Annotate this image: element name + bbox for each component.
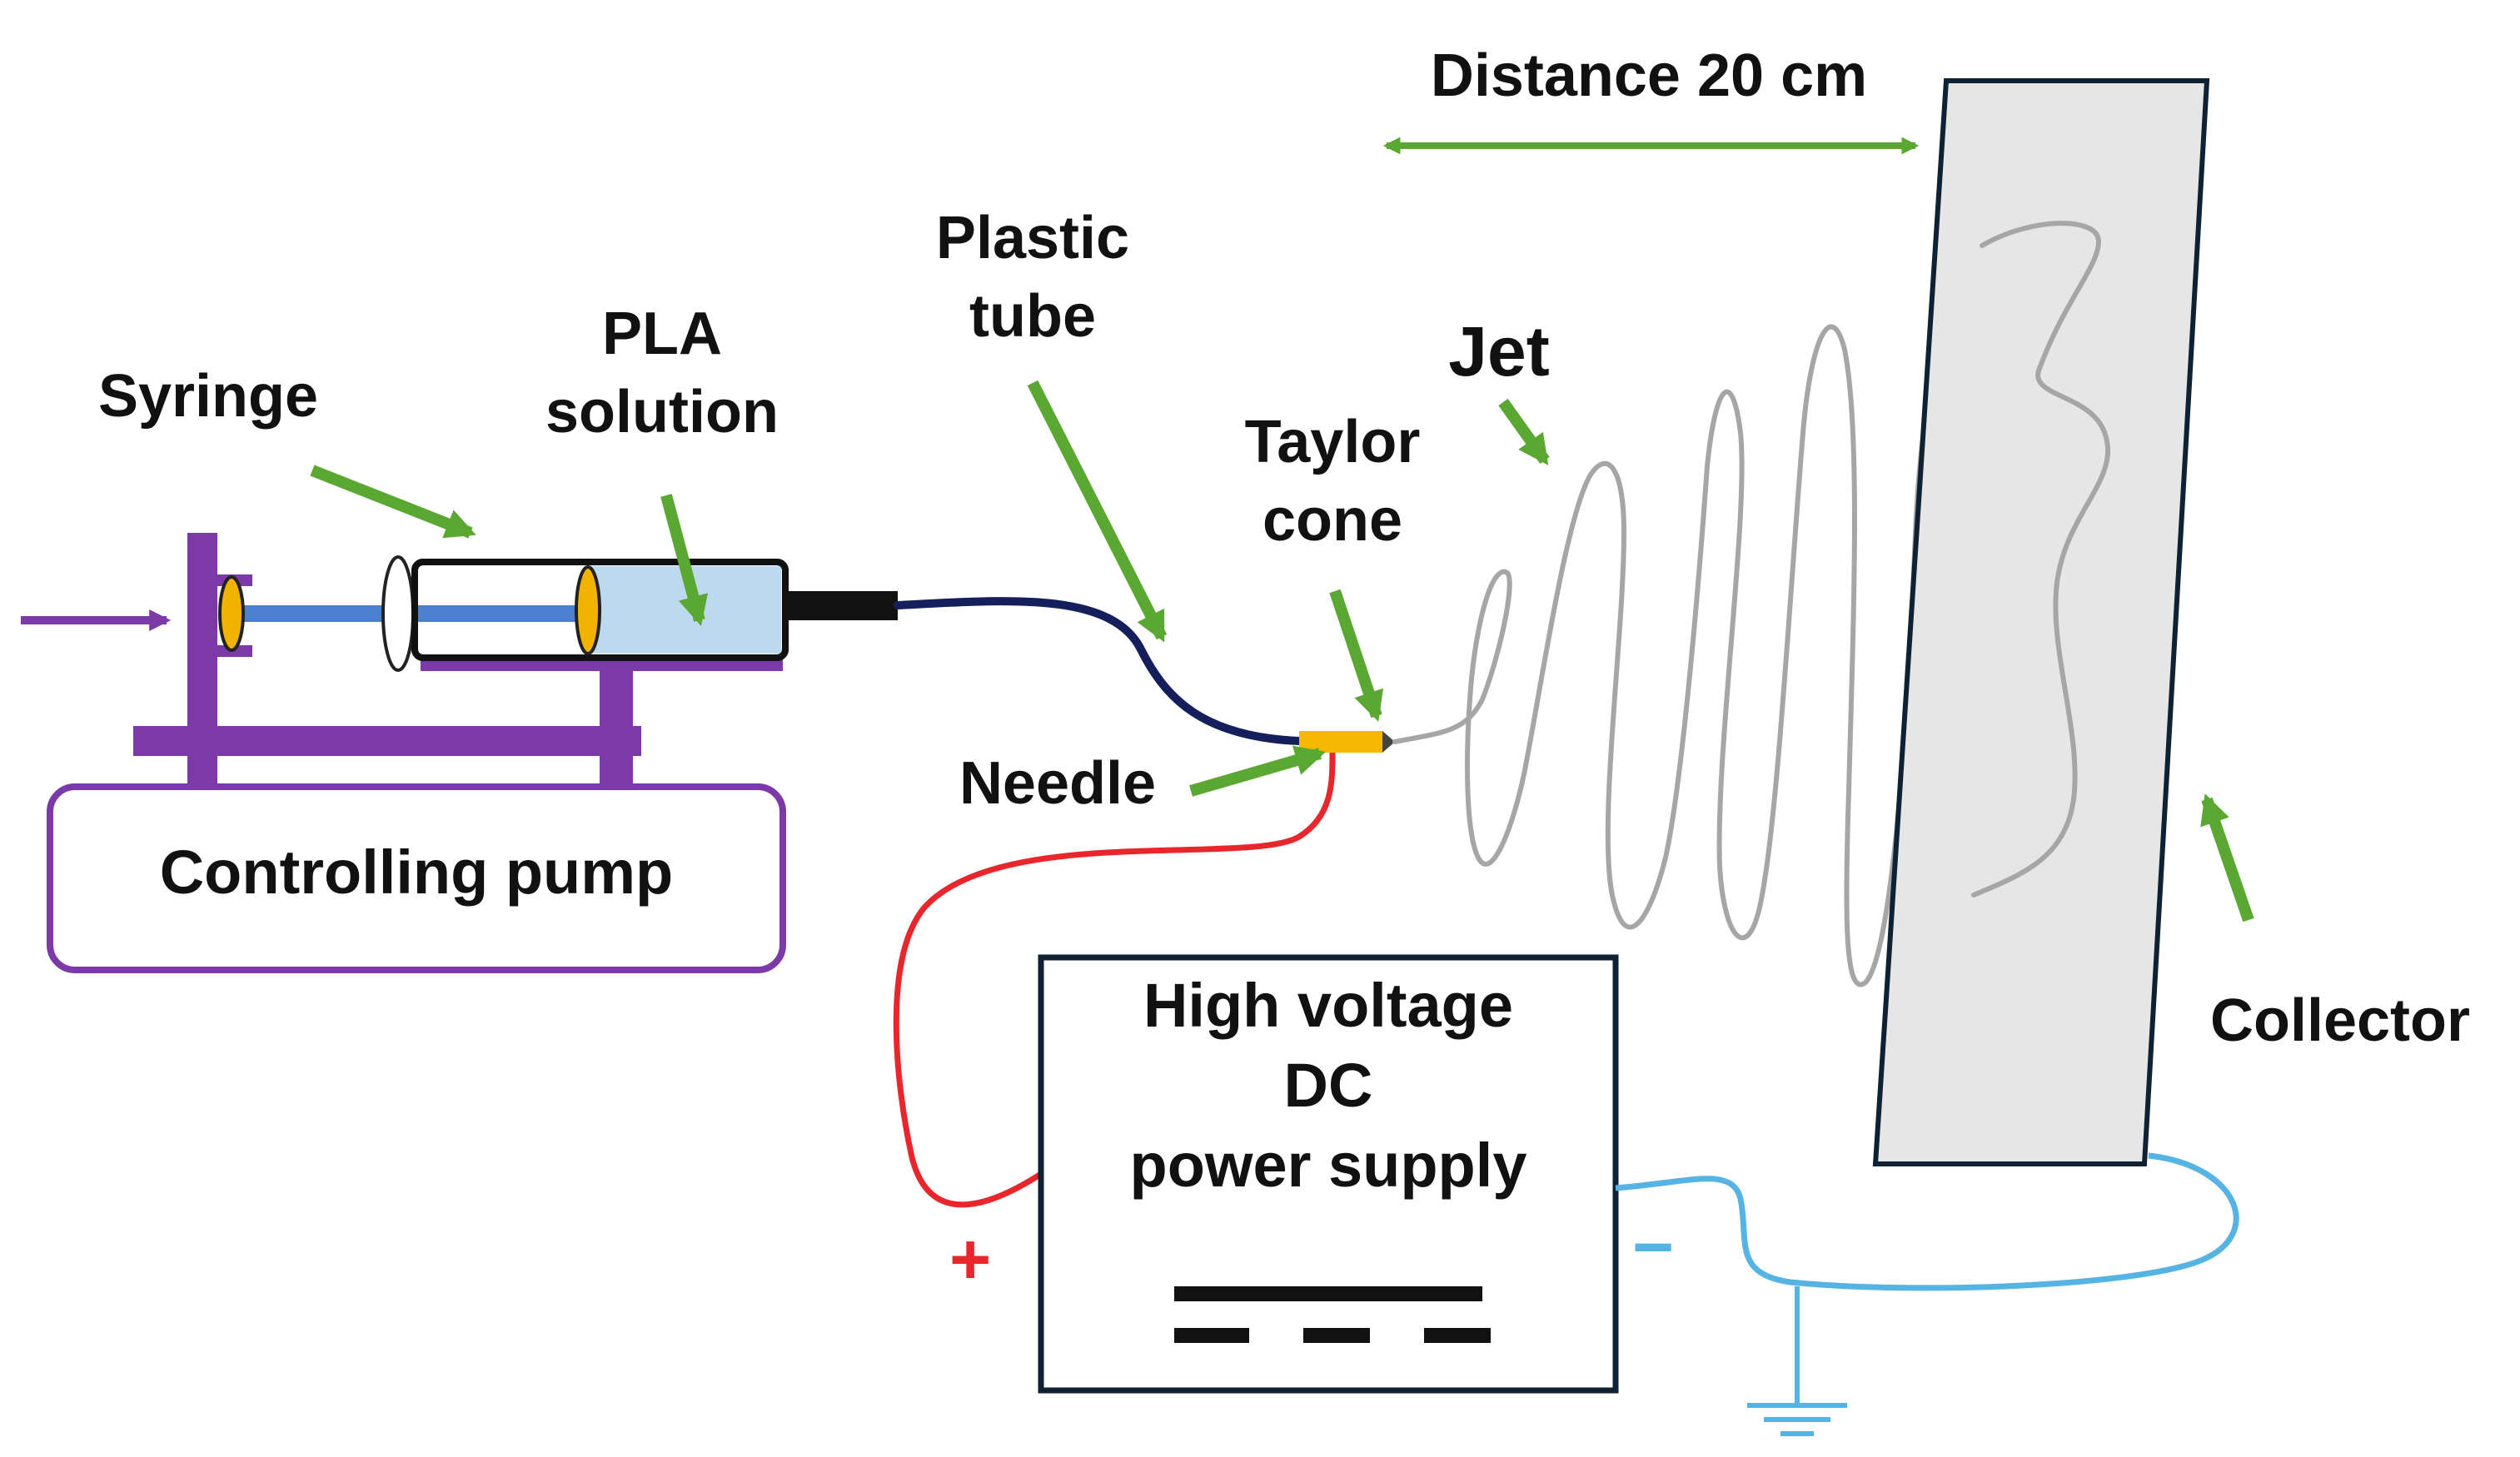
power-supply-line-1: High voltage: [1143, 971, 1514, 1040]
plunger-rod-inside: [416, 605, 587, 622]
pointer-arrows: [310, 380, 2254, 922]
distance-label: Distance 20 cm: [1430, 42, 1868, 109]
plastic-tube-label: Plastic tube: [874, 200, 1191, 356]
positive-terminal-sign: +: [949, 1220, 992, 1300]
pointer-arrow-icon: [310, 465, 476, 539]
taylor-cone-line-1: Taylor: [1244, 409, 1421, 475]
power-supply-label: High voltage DC power supply: [1041, 966, 1616, 1206]
plastic-tube: [894, 597, 1303, 745]
thumb-pad: [218, 575, 245, 652]
plastic-tube-line-1: Plastic: [935, 205, 1130, 271]
power-supply-box: [1038, 954, 1619, 1394]
pointer-arrow-icon: [1189, 745, 1326, 797]
syringe-label: Syringe: [97, 363, 319, 430]
pla-solution-label: PLA solution: [483, 296, 841, 451]
positive-wire: [893, 752, 1336, 1208]
needle: [1299, 731, 1382, 753]
plastic-tube-line-2: tube: [969, 282, 1096, 350]
controlling-pump-label: Controlling pump: [159, 838, 674, 907]
plunger-seal: [575, 565, 601, 655]
taylor-cone-label: Taylor cone: [1191, 404, 1474, 559]
negative-terminal-sign: −: [1632, 1207, 1675, 1287]
pointer-arrow-icon: [1498, 398, 1550, 465]
collector-plate: [1872, 78, 2210, 1166]
power-supply-line-2: DC: [1283, 1051, 1373, 1121]
negative-wire: [1615, 1152, 2239, 1291]
jet-label: Jet: [1448, 312, 1550, 390]
pla-solution-line-1: PLA: [602, 301, 722, 367]
pointer-arrow-icon: [660, 494, 709, 627]
pointer-arrow-icon: [2200, 793, 2254, 922]
pointer-arrow-icon: [1329, 589, 1384, 722]
syringe-tip: [785, 591, 898, 620]
taylor-cone-tip: [1382, 731, 1395, 753]
pointer-arrow-icon: [1027, 380, 1168, 643]
controlling-pump-box: [47, 783, 786, 973]
taylor-cone-line-2: cone: [1262, 486, 1403, 554]
collector-label: Collector: [2209, 987, 2471, 1054]
pla-solution-line-2: solution: [545, 378, 779, 445]
ground-icon: [1747, 1403, 1847, 1436]
needle-label: Needle: [959, 750, 1157, 817]
jet-deposit: [1971, 221, 2111, 898]
power-supply-line-3: power supply: [1129, 1131, 1527, 1201]
plunger-flange: [381, 555, 415, 672]
dc-battery-icon: [1174, 1286, 1491, 1343]
